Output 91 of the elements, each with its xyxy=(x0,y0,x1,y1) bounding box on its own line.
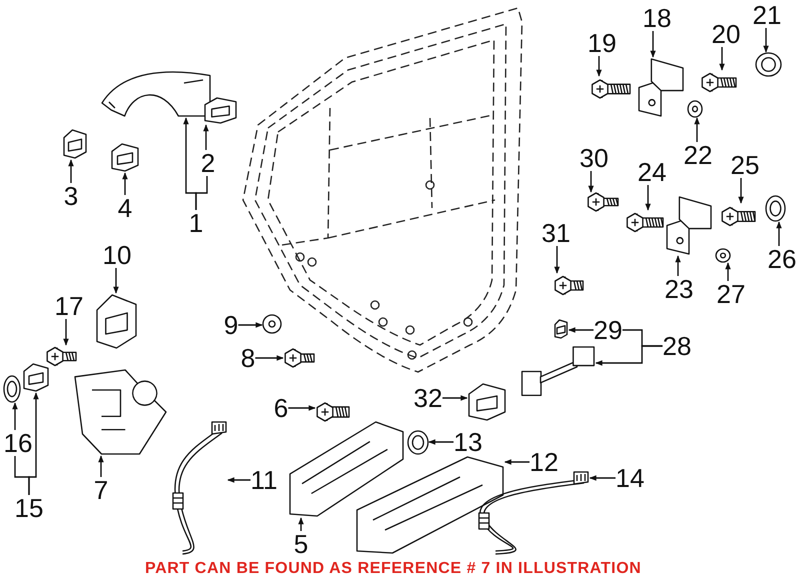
callout-number: 17 xyxy=(54,293,84,319)
leader-line xyxy=(588,171,594,193)
bolt-drawing xyxy=(700,70,738,95)
callout-number: 19 xyxy=(588,30,616,56)
hinge-drawing xyxy=(665,195,713,256)
leader-line xyxy=(68,159,74,183)
door-check-drawing xyxy=(520,345,596,398)
callout-number: 9 xyxy=(224,312,238,338)
callout-number: 3 xyxy=(64,183,78,209)
callout-number: 13 xyxy=(454,429,482,455)
bolt-drawing xyxy=(586,192,620,212)
leader-line xyxy=(504,459,530,465)
leader-line xyxy=(12,402,18,430)
leader-line xyxy=(298,517,304,531)
bolt-drawing xyxy=(283,347,316,369)
callout-number: 25 xyxy=(730,152,760,178)
callout-number: 8 xyxy=(240,345,256,371)
leader-line xyxy=(675,255,681,276)
callout-number: 5 xyxy=(294,531,308,557)
bushing-drawing xyxy=(687,100,703,118)
callout-number: 10 xyxy=(102,242,132,268)
leader-line xyxy=(122,172,128,195)
callout-number: 30 xyxy=(580,145,608,171)
callout-number: 1 xyxy=(188,210,204,236)
leader-line xyxy=(694,117,700,142)
callout-number: 26 xyxy=(768,246,796,272)
trim-piece-drawing xyxy=(110,142,140,173)
leader-line xyxy=(645,185,651,211)
cap-drawing xyxy=(62,128,88,160)
leader-line xyxy=(776,221,782,246)
callout-number: 24 xyxy=(638,159,666,185)
leader-line xyxy=(596,56,602,77)
callout-number: 6 xyxy=(274,395,288,421)
callout-number: 15 xyxy=(14,495,44,521)
callout-number: 12 xyxy=(530,449,558,475)
bushing-drawing xyxy=(765,195,786,222)
leader-line xyxy=(98,455,104,477)
leader-line xyxy=(719,47,725,71)
callout-number: 2 xyxy=(200,150,216,176)
inner-handle-drawing xyxy=(355,455,505,555)
leader-line xyxy=(63,319,69,346)
leader-line xyxy=(14,456,30,495)
leader-line xyxy=(763,28,769,53)
callout-number: 23 xyxy=(664,276,694,302)
handle-bracket-drawing xyxy=(288,420,405,518)
plate-drawing xyxy=(22,362,50,393)
stopper-drawing xyxy=(467,382,507,422)
trim-cover-drawing xyxy=(203,96,238,125)
leader-line xyxy=(554,246,560,274)
leader-line xyxy=(622,329,663,347)
leader-line xyxy=(203,124,209,150)
callout-number: 27 xyxy=(716,281,746,307)
leader-line xyxy=(589,475,616,481)
leader-line xyxy=(568,327,594,333)
door-lock-drawing xyxy=(73,368,168,456)
callout-number: 31 xyxy=(542,220,570,246)
callout-number: 4 xyxy=(118,195,132,221)
leader-line xyxy=(195,176,208,210)
washer-drawing xyxy=(407,430,429,455)
callout-number: 18 xyxy=(642,5,672,31)
leader-line xyxy=(738,178,744,204)
leader-line xyxy=(650,31,656,58)
leader-line xyxy=(255,355,284,361)
pad-drawing xyxy=(3,375,21,403)
bushing-drawing xyxy=(715,248,731,263)
leader-line xyxy=(288,405,316,411)
callout-number: 7 xyxy=(94,477,108,503)
callout-number: 22 xyxy=(684,142,712,168)
callout-number: 28 xyxy=(662,333,692,359)
callout-number: 32 xyxy=(414,385,442,411)
callout-number: 11 xyxy=(250,467,278,493)
bolt-drawing xyxy=(45,345,78,368)
bracket-drawing xyxy=(95,293,138,350)
callout-number: 14 xyxy=(616,465,644,491)
nut-drawing xyxy=(262,314,282,334)
leader-line xyxy=(725,262,731,281)
leader-line xyxy=(113,268,119,294)
leader-line xyxy=(428,439,454,445)
callout-number: 29 xyxy=(594,317,622,343)
hinge-drawing xyxy=(637,57,685,118)
callout-number: 20 xyxy=(712,21,740,47)
callout-number: 16 xyxy=(4,430,32,456)
leader-line xyxy=(238,322,263,328)
bolt-drawing xyxy=(625,210,665,235)
bushing-drawing xyxy=(755,52,782,77)
bolt-drawing xyxy=(553,273,585,298)
leader-line xyxy=(227,477,250,483)
leader-line xyxy=(442,395,468,401)
caption: PART CAN BE FOUND AS REFERENCE # 7 IN ILLUSTRATION xyxy=(145,559,642,578)
pad-drawing xyxy=(553,318,569,340)
callout-number: 21 xyxy=(752,2,782,28)
